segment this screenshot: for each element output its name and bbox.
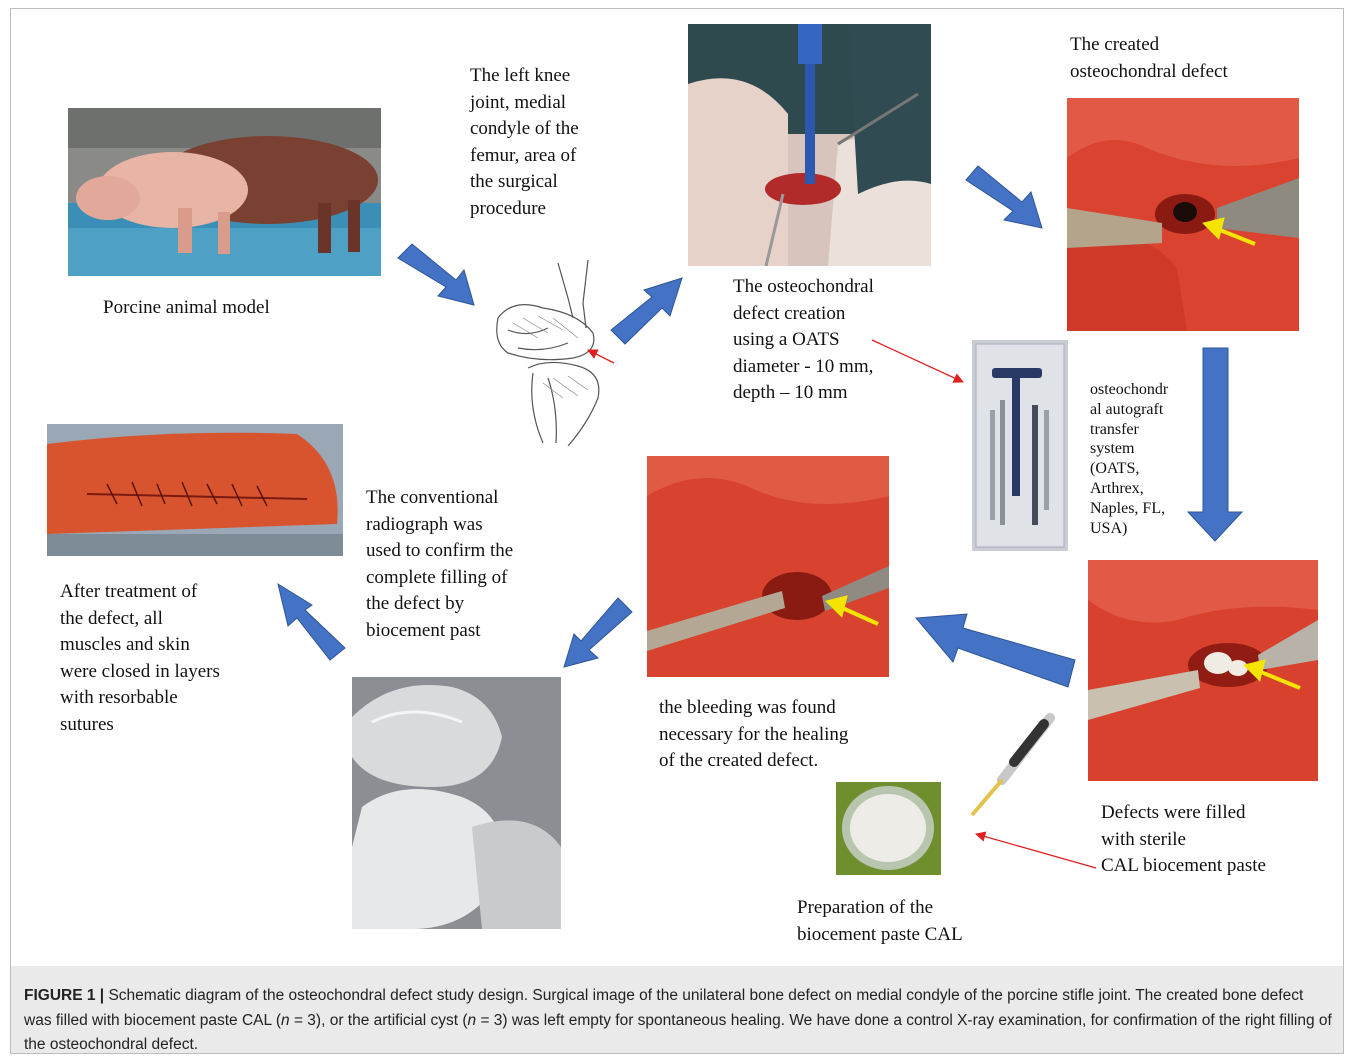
- arrow-filled-to-bleeding: [916, 614, 1075, 687]
- arrow-pig-to-knee: [398, 244, 474, 305]
- arrow-bleeding-to-xray: [564, 598, 632, 667]
- figure-caption: FIGURE 1 | Schematic diagram of the oste…: [24, 984, 1334, 1058]
- figure-label: FIGURE 1 |: [24, 987, 104, 1004]
- arrow-knee-to-surgery: [611, 278, 682, 344]
- caption-n1: n: [281, 1012, 290, 1029]
- pointer-knee-area: [588, 350, 614, 363]
- pointer-oats-kit: [872, 340, 963, 382]
- arrow-xray-to-closure: [278, 584, 345, 660]
- arrow-surgery-to-defect: [966, 166, 1042, 228]
- arrow-defect-down: [1188, 348, 1242, 541]
- pointer-cal-dish: [976, 834, 1096, 868]
- caption-text-2: = 3), or the artificial cyst (: [290, 1012, 468, 1029]
- marker-filled-defect: [1256, 670, 1300, 688]
- caption-n2: n: [468, 1012, 477, 1029]
